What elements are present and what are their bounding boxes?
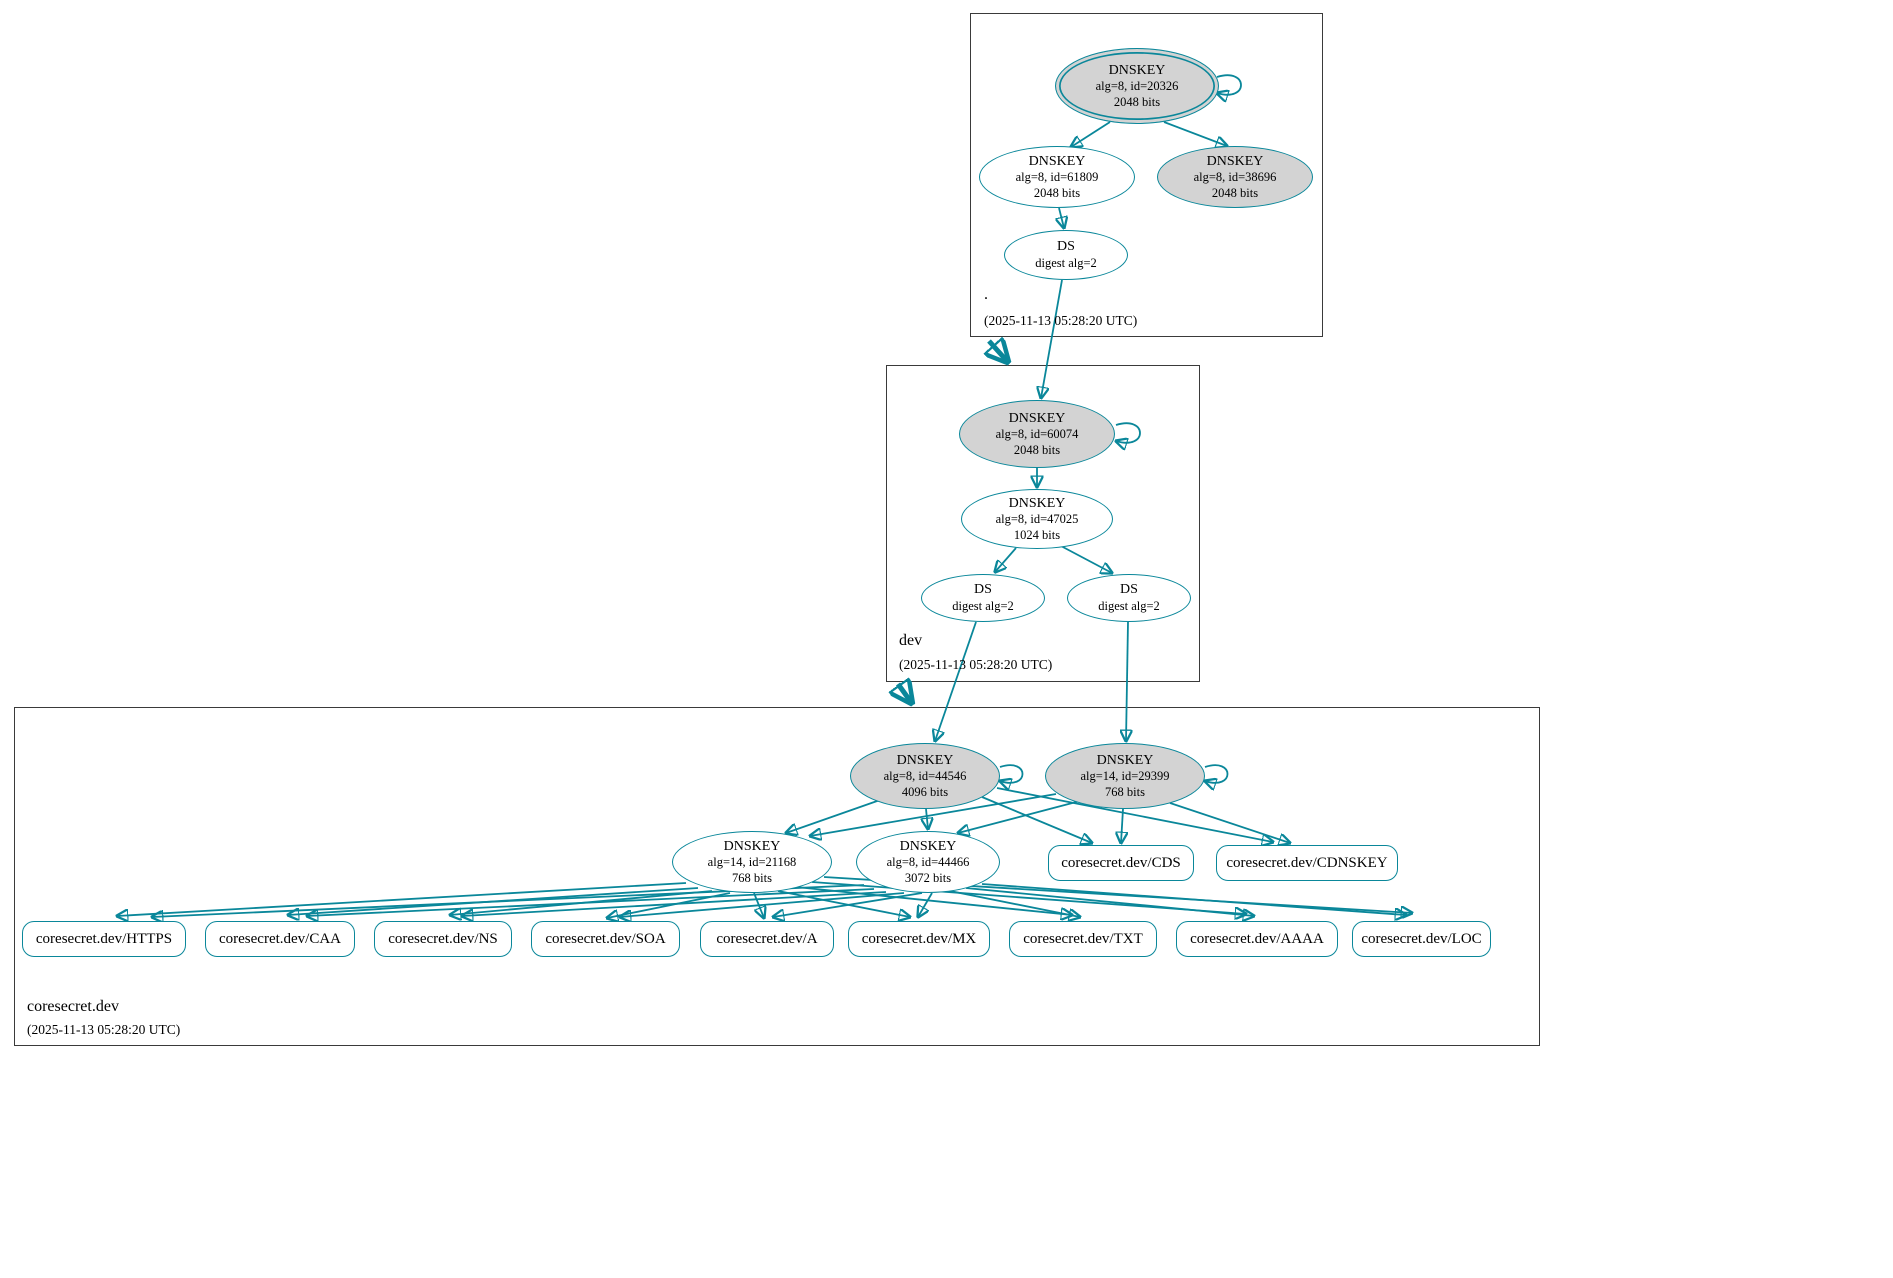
node-bits: 3072 bits	[904, 870, 952, 885]
rrset-coresecret-loc: coresecret.dev/LOC	[1352, 921, 1491, 957]
node-type-label: DS	[974, 582, 992, 598]
zone-label-root: .	[984, 286, 988, 303]
rrset-coresecret-txt: coresecret.dev/TXT	[1009, 921, 1157, 957]
rrset-coresecret-cds: coresecret.dev/CDS	[1048, 845, 1194, 881]
node-type-label: DNSKEY	[1108, 62, 1166, 78]
node-type-label: DNSKEY	[896, 752, 954, 768]
node-bits: 2048 bits	[1113, 94, 1161, 109]
node-bits: 768 bits	[1105, 784, 1145, 799]
node-meta: alg=8, id=47025	[995, 512, 1079, 527]
node-type-label: DNSKEY	[1008, 410, 1066, 426]
zone-box-coresecret	[14, 707, 1540, 1046]
node-meta: alg=8, id=20326	[1095, 79, 1179, 94]
dnskey-node-47025: DNSKEY alg=8, id=47025 1024 bits	[961, 489, 1113, 549]
node-meta: alg=8, id=38696	[1193, 170, 1277, 185]
node-bits: 768 bits	[732, 870, 772, 885]
zone-box-root	[970, 13, 1323, 337]
node-meta: alg=14, id=29399	[1080, 769, 1170, 784]
node-type-label: DNSKEY	[1028, 153, 1086, 169]
node-meta: alg=8, id=61809	[1015, 170, 1099, 185]
zone-label-dev: dev	[899, 632, 923, 649]
zone-timestamp-coresecret: (2025-11-13 05:28:20 UTC)	[27, 1022, 181, 1037]
node-meta: digest alg=2	[952, 598, 1014, 613]
dnskey-node-44546: DNSKEY alg=8, id=44546 4096 bits	[850, 743, 1000, 809]
zone-label-coresecret: coresecret.dev	[27, 998, 119, 1015]
node-type-label: DS	[1120, 582, 1138, 598]
rrset-coresecret-cdnskey: coresecret.dev/CDNSKEY	[1216, 845, 1398, 881]
rrset-coresecret-soa: coresecret.dev/SOA	[531, 921, 680, 957]
node-type-label: DNSKEY	[1096, 752, 1154, 768]
node-bits: 4096 bits	[901, 784, 949, 799]
dnskey-node-29399: DNSKEY alg=14, id=29399 768 bits	[1045, 743, 1205, 809]
ds-node-root: DS digest alg=2	[1004, 230, 1128, 280]
node-type-label: DNSKEY	[899, 838, 957, 854]
rrset-coresecret-aaaa: coresecret.dev/AAAA	[1176, 921, 1338, 957]
node-meta: alg=14, id=21168	[707, 855, 797, 870]
ds-node-dev-left: DS digest alg=2	[921, 574, 1045, 622]
node-meta: alg=8, id=60074	[995, 427, 1079, 442]
node-bits: 1024 bits	[1013, 527, 1061, 542]
dnskey-node-61809: DNSKEY alg=8, id=61809 2048 bits	[979, 146, 1135, 208]
node-bits: 2048 bits	[1013, 442, 1061, 457]
node-meta: digest alg=2	[1098, 598, 1160, 613]
rrset-coresecret-a: coresecret.dev/A	[700, 921, 834, 957]
ds-node-dev-right: DS digest alg=2	[1067, 574, 1191, 622]
node-type-label: DNSKEY	[723, 838, 781, 854]
zone-box-dev	[886, 365, 1200, 682]
node-type-label: DS	[1057, 239, 1075, 255]
rrset-coresecret-https: coresecret.dev/HTTPS	[22, 921, 186, 957]
zone-timestamp-root: (2025-11-13 05:28:20 UTC)	[984, 313, 1138, 328]
dnskey-node-60074: DNSKEY alg=8, id=60074 2048 bits	[959, 400, 1115, 468]
rrset-coresecret-caa: coresecret.dev/CAA	[205, 921, 355, 957]
dnskey-node-38696: DNSKEY alg=8, id=38696 2048 bits	[1157, 146, 1313, 208]
node-type-label: DNSKEY	[1008, 495, 1066, 511]
rrset-coresecret-mx: coresecret.dev/MX	[848, 921, 990, 957]
dnskey-node-44466: DNSKEY alg=8, id=44466 3072 bits	[856, 831, 1000, 893]
node-meta: alg=8, id=44466	[886, 855, 970, 870]
node-bits: 2048 bits	[1211, 185, 1259, 200]
dnskey-node-21168: DNSKEY alg=14, id=21168 768 bits	[672, 831, 832, 893]
rrset-coresecret-ns: coresecret.dev/NS	[374, 921, 512, 957]
node-meta: alg=8, id=44546	[883, 769, 967, 784]
node-type-label: DNSKEY	[1206, 153, 1264, 169]
dnskey-node-20326: DNSKEY alg=8, id=20326 2048 bits	[1055, 48, 1219, 124]
zone-timestamp-dev: (2025-11-13 05:28:20 UTC)	[899, 657, 1053, 672]
node-meta: digest alg=2	[1035, 255, 1097, 270]
node-bits: 2048 bits	[1033, 185, 1081, 200]
